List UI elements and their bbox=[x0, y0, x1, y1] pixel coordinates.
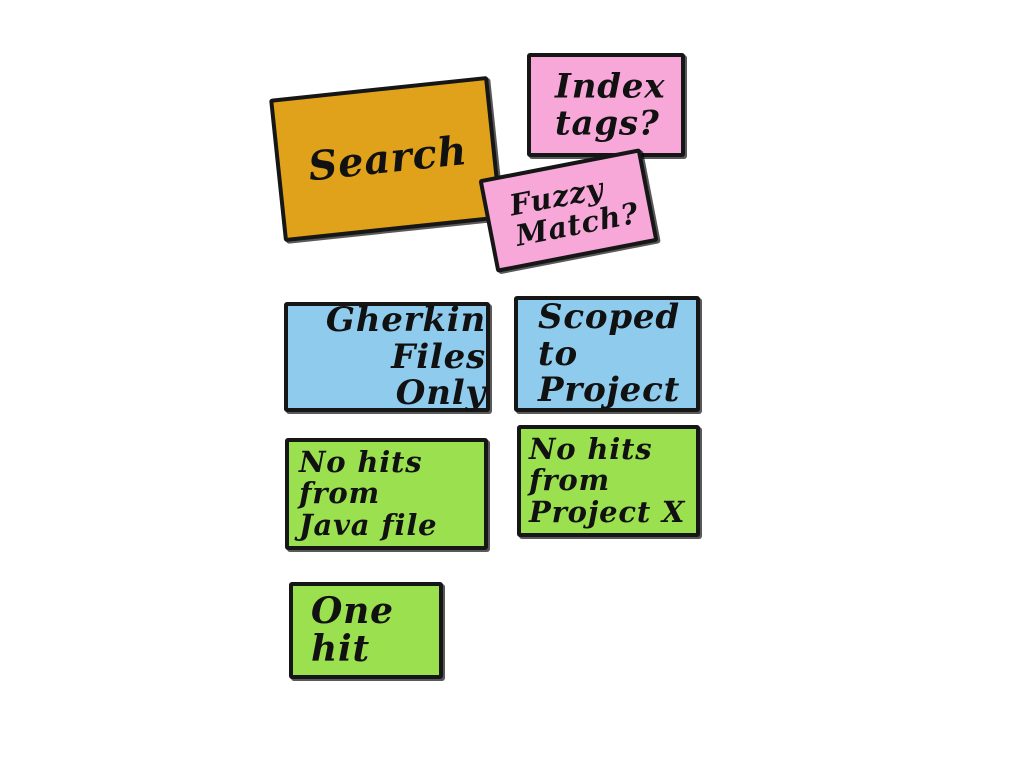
no-hits-from-project-x-card-text: No hits from Project X bbox=[529, 432, 686, 529]
index-tags-card: Index tags? bbox=[527, 53, 685, 157]
one-hit-card-text: One hit bbox=[311, 589, 394, 671]
scoped-to-project-card-text: Scoped to Project bbox=[538, 296, 681, 411]
no-hits-from-java-file-card: No hits from Java file bbox=[285, 438, 488, 550]
fuzzy-match-card: Fuzzy Match? bbox=[478, 148, 659, 273]
scoped-to-project-card: Scoped to Project bbox=[514, 296, 700, 412]
one-hit-card: One hit bbox=[289, 582, 443, 679]
no-hits-from-java-file-card-text: No hits from Java file bbox=[299, 445, 438, 542]
index-tags-card-text: Index tags? bbox=[555, 66, 666, 143]
gherkin-files-only-card-text: Gherkin Files Only bbox=[325, 299, 486, 414]
search-card-text: Search bbox=[305, 127, 470, 191]
search-card: Search bbox=[269, 75, 503, 243]
fuzzy-match-card-text: Fuzzy Match? bbox=[506, 170, 642, 253]
gherkin-files-only-card: Gherkin Files Only bbox=[284, 302, 490, 412]
no-hits-from-project-x-card: No hits from Project X bbox=[517, 425, 700, 537]
